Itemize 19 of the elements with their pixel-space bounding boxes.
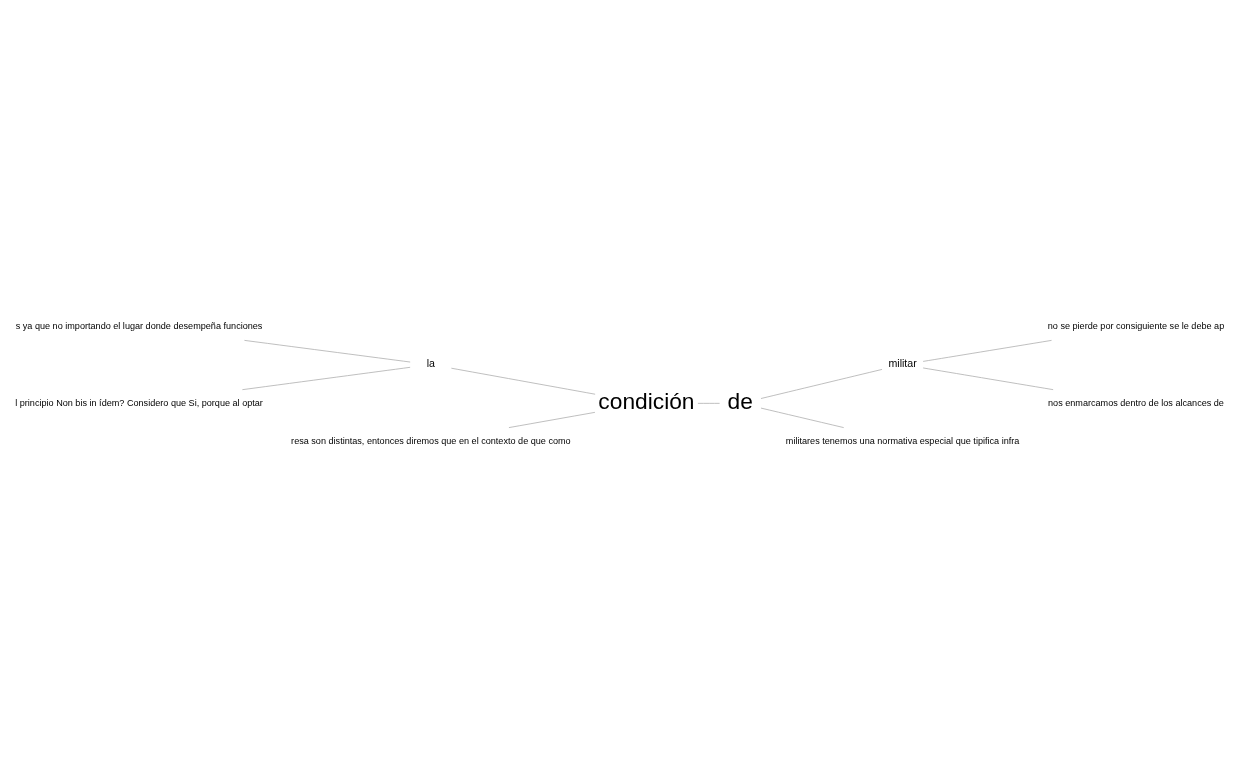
connector [244,339,411,362]
node-text: militar [888,356,917,369]
connector [242,366,411,390]
node-text: no se pierde por consiguiente se le debe ap [1047,320,1225,331]
connector [760,368,883,399]
node-text: militares tenemos una normativa especial que tipifica infra [785,435,1020,446]
node-text: de [727,387,753,414]
connector [760,407,845,428]
connector [508,411,596,428]
connector [697,402,720,404]
connector [922,339,1052,362]
node-text: la [426,356,436,369]
connector [922,367,1054,390]
node-text: nos enmarcamos dentro de los alcances de [1048,397,1224,408]
connector [451,367,596,395]
node-text: condición [598,387,695,414]
node-text: s ya que no importando el lugar donde desempeña funciones [15,320,263,331]
node-text: l principio Non bis in ídem? Considero que Si, porque al optar [15,397,263,408]
node-text: resa son distintas, entonces diremos que en el contexto de que como [291,435,571,446]
